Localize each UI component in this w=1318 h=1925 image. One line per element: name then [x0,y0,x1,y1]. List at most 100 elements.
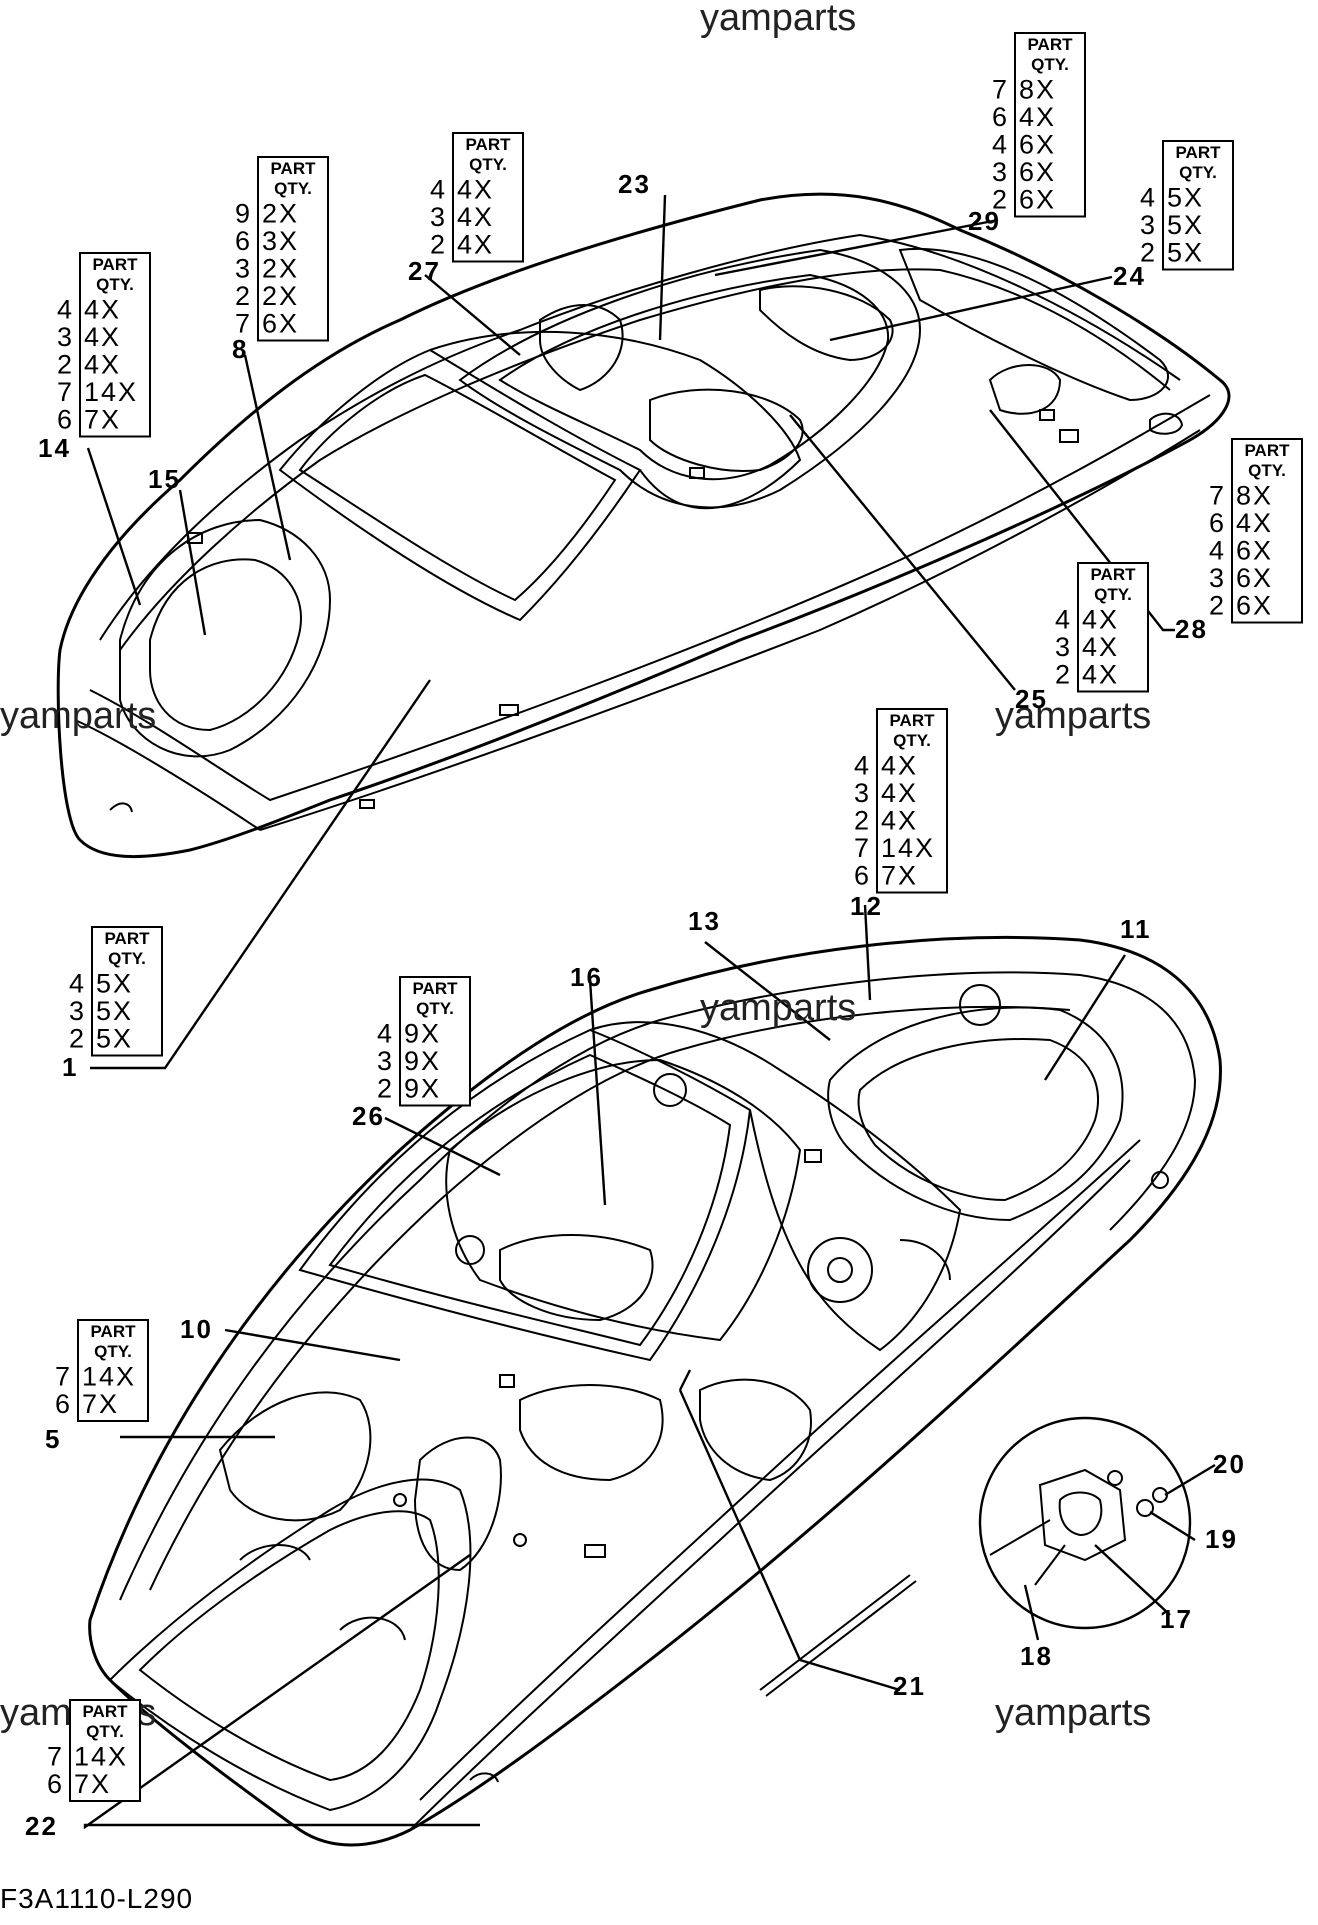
qty-row-count: 6X [1019,157,1056,187]
qty-row-count: 2X [262,199,299,229]
callout-11: 11 [1120,914,1152,944]
callout-25: 25 [1015,684,1048,714]
qty-row-part: 3 [377,1046,394,1076]
qty-row-count: 4X [881,778,918,808]
qty-row-part: 4 [69,969,86,999]
qty-row-count: 8X [1019,75,1056,105]
qty-row-part: 7 [854,833,871,863]
qty-row-count: 4X [1236,508,1273,538]
qty-row-count: 4X [881,751,918,781]
callout-16: 16 [570,962,603,992]
qty-row-count: 7X [881,861,918,891]
qty-row-count: 9X [404,1046,441,1076]
qty-header-part: PART [1090,565,1136,584]
qty-row-part: 3 [235,254,252,284]
qty-row-count: 3X [262,226,299,256]
qty-row-part: 4 [1140,183,1157,213]
detail-clamp-group [759,1416,1192,1697]
qty-row-part: 7 [47,1742,64,1772]
qty-row-part: 7 [992,75,1009,105]
qty-row-count: 14X [881,833,935,863]
qty-row-count: 4X [1082,632,1119,662]
qty-row-part: 6 [47,1769,64,1799]
qty-row-part: 9 [235,199,252,229]
qty-row-part: 4 [430,175,447,205]
callout-17: 17 [1160,1604,1193,1634]
qty-table-box [399,976,471,1107]
qty-header-part: PART [1244,441,1290,460]
qty-row-part: 6 [235,226,252,256]
qty-row-part: 3 [1055,632,1072,662]
qty-row-part: 4 [57,295,74,325]
qty-table-box [69,1699,141,1802]
qty-row-part: 6 [1209,508,1226,538]
callout-8: 8 [232,334,248,364]
watermark: yamparts [995,695,1151,737]
callout-18: 18 [1020,1641,1053,1671]
qty-row-count: 4X [1082,605,1119,635]
qty-row-count: 14X [82,1362,136,1392]
qty-row-count: 4X [84,295,121,325]
qty-row-part: 3 [992,157,1009,187]
qty-row-count: 6X [262,309,299,339]
callout-21: 21 [893,1671,926,1701]
qty-row-part: 6 [57,405,74,435]
qty-row-count: 4X [1019,102,1056,132]
qty-row-count: 5X [1167,183,1204,213]
qty-row-part: 2 [377,1074,394,1104]
qty-row-count: 6X [1019,185,1056,215]
qty-row-part: 6 [854,861,871,891]
qty-row-part: 6 [55,1389,72,1419]
qty-row-count: 5X [96,1024,133,1054]
callout-26: 26 [352,1101,385,1131]
watermark: yamparts [995,1692,1151,1734]
qty-row-part: 4 [854,751,871,781]
qty-row-count: 6X [1236,591,1273,621]
qty-table-box [91,926,163,1057]
qty-row-count: 2X [262,254,299,284]
qty-row-count: 5X [1167,238,1204,268]
qty-row-part: 4 [992,130,1009,160]
callout-29: 29 [968,206,1001,236]
qty-header-part: PART [270,159,316,178]
qty-row-count: 7X [74,1769,111,1799]
qty-row-part: 2 [235,281,252,311]
qty-row-count: 9X [404,1074,441,1104]
qty-row-part: 3 [1209,563,1226,593]
qty-table-box [876,708,948,894]
qty-row-count: 7X [84,405,121,435]
qty-header-qty: QTY. [96,275,134,294]
qty-header-qty: QTY. [1179,163,1217,182]
qty-row-part: 4 [377,1019,394,1049]
qty-row-count: 4X [84,322,121,352]
qty-row-count: 6X [1019,130,1056,160]
qty-row-count: 9X [404,1019,441,1049]
qty-row-part: 6 [992,102,1009,132]
callout-27: 27 [408,256,441,286]
qty-row-part: 7 [1209,481,1226,511]
callout-12: 12 [850,891,883,921]
qty-header-qty: QTY. [108,949,146,968]
qty-row-part: 3 [854,778,871,808]
qty-row-count: 5X [1167,210,1204,240]
qty-header-part: PART [1027,35,1073,54]
callout-5: 5 [45,1424,61,1454]
callout-14: 14 [38,433,71,463]
qty-header-qty: QTY. [893,731,931,750]
qty-header-part: PART [412,979,458,998]
qty-row-count: 4X [881,806,918,836]
qty-row-count: 4X [84,350,121,380]
qty-header-qty: QTY. [1094,585,1132,604]
qty-row-part: 2 [854,806,871,836]
qty-row-count: 7X [82,1389,119,1419]
figure-code: F3A1110-L290 [0,1883,193,1914]
